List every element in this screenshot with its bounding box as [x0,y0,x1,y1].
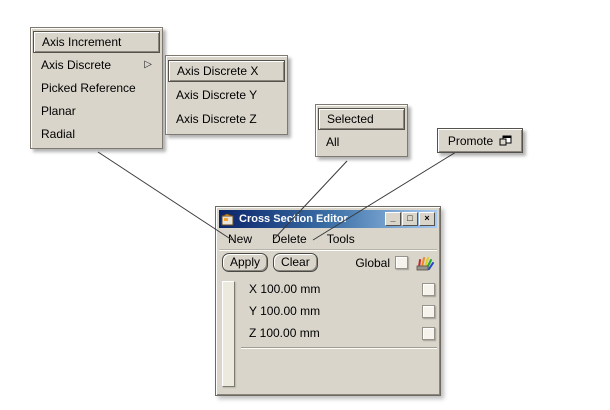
section-checkbox-y[interactable] [422,304,435,318]
cross-section-editor-window: Cross Section Editor _ □ × New Delete To… [215,206,441,396]
menubar-item-new[interactable]: New [228,232,253,246]
submenu-arrow-icon: ▷ [144,59,152,70]
apply-button[interactable]: Apply [222,253,269,272]
promote-button[interactable]: Promote [437,128,523,153]
minimize-button[interactable]: _ [385,212,401,226]
menubar-item-tools[interactable]: Tools [326,232,355,246]
menu-item-axis-discrete[interactable]: Axis Discrete ▷ [33,54,160,76]
menu-item-radial[interactable]: Radial [33,123,160,145]
menu-item-axis-discrete-y[interactable]: Axis Discrete Y [168,84,285,106]
menu-item-label: All [326,135,340,149]
menu-item-axis-discrete-x[interactable]: Axis Discrete X [168,60,285,82]
menu-item-axis-discrete-z[interactable]: Axis Discrete Z [168,108,285,130]
section-checkbox-x[interactable] [422,282,435,296]
menu-item-label: Planar [41,104,76,118]
menu-item-label: Picked Reference [41,81,136,95]
menu-item-label: Axis Discrete Z [176,112,257,126]
menu-item-picked-reference[interactable]: Picked Reference [33,77,160,99]
section-row-y[interactable]: Y 100.00 mm [241,300,437,322]
menu-item-all[interactable]: All [318,131,405,153]
menubar: New Delete Tools [219,228,437,250]
titlebar[interactable]: Cross Section Editor _ □ × [219,210,437,228]
section-label: X 100.00 mm [249,282,321,296]
section-label: Z 100.00 mm [249,326,320,340]
app-icon [221,213,235,226]
menu-item-axis-increment[interactable]: Axis Increment [33,31,160,53]
global-label: Global [355,255,390,270]
close-button[interactable]: × [419,212,435,226]
menu-item-label: Selected [327,112,374,126]
menu-item-label: Axis Increment [42,35,122,49]
menu-item-label: Axis Discrete X [177,64,259,78]
rainbow-brush-icon[interactable] [414,254,434,271]
list-separator [241,347,437,349]
menu-item-selected[interactable]: Selected [318,108,405,130]
section-label: Y 100.00 mm [249,304,321,318]
menu-item-planar[interactable]: Planar [33,100,160,122]
vertical-scrollbar[interactable] [222,281,235,387]
window-title: Cross Section Editor [239,213,348,225]
delete-menu: Selected All [315,104,408,157]
section-checkbox-z[interactable] [422,326,435,340]
section-list: X 100.00 mm Y 100.00 mm Z 100.00 mm [219,278,437,396]
section-row-x[interactable]: X 100.00 mm [241,278,437,300]
global-checkbox[interactable] [395,256,408,269]
maximize-button[interactable]: □ [402,212,418,226]
clear-button[interactable]: Clear [273,253,318,272]
promote-label: Promote [447,133,494,148]
creation-type-menu: Axis Increment Axis Discrete ▷ Picked Re… [30,27,163,149]
menu-item-label: Axis Discrete [41,58,112,72]
menubar-item-delete[interactable]: Delete [272,232,307,246]
promote-window-icon [499,135,512,147]
axis-discrete-submenu: Axis Discrete X Axis Discrete Y Axis Dis… [165,55,288,135]
toolbar: Apply Clear Global [219,250,437,274]
menu-item-label: Axis Discrete Y [176,88,258,102]
menu-item-label: Radial [41,127,76,141]
section-row-z[interactable]: Z 100.00 mm [241,322,437,344]
